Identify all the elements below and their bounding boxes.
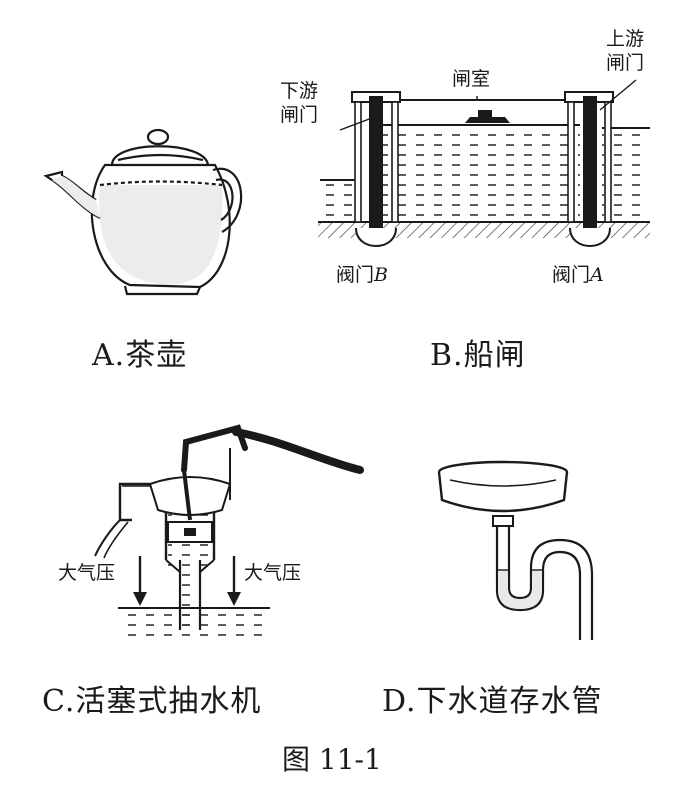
figure-caption: 图 11-1: [282, 743, 382, 776]
ship-lock-drawing: [318, 79, 650, 247]
drain-trap-drawing: [437, 460, 594, 640]
atmospheric-pressure-left-label: 大气压: [58, 562, 116, 584]
caption-b-ship-lock: B.船闸: [430, 338, 526, 373]
upstream-gate-label-line1: 上游: [606, 28, 645, 50]
upstream-gate-label-line2: 闸门: [606, 52, 645, 74]
valve-b-label: 阀门B: [336, 264, 388, 286]
atmospheric-pressure-right-label: 大气压: [244, 562, 302, 584]
caption-d-drain-trap: D.下水道存水管: [382, 684, 603, 719]
teapot-drawing: [43, 128, 243, 296]
piston-pump-drawing: [94, 424, 364, 644]
downstream-gate-label-line1: 下游: [280, 80, 319, 102]
caption-a-teapot: A.茶壶: [92, 338, 188, 373]
caption-c-piston-pump: C.活塞式抽水机: [42, 684, 262, 719]
downstream-gate-label-line2: 闸门: [280, 104, 319, 126]
valve-a-label: 阀门A: [552, 264, 604, 286]
lock-chamber-label: 闸室: [452, 68, 491, 90]
